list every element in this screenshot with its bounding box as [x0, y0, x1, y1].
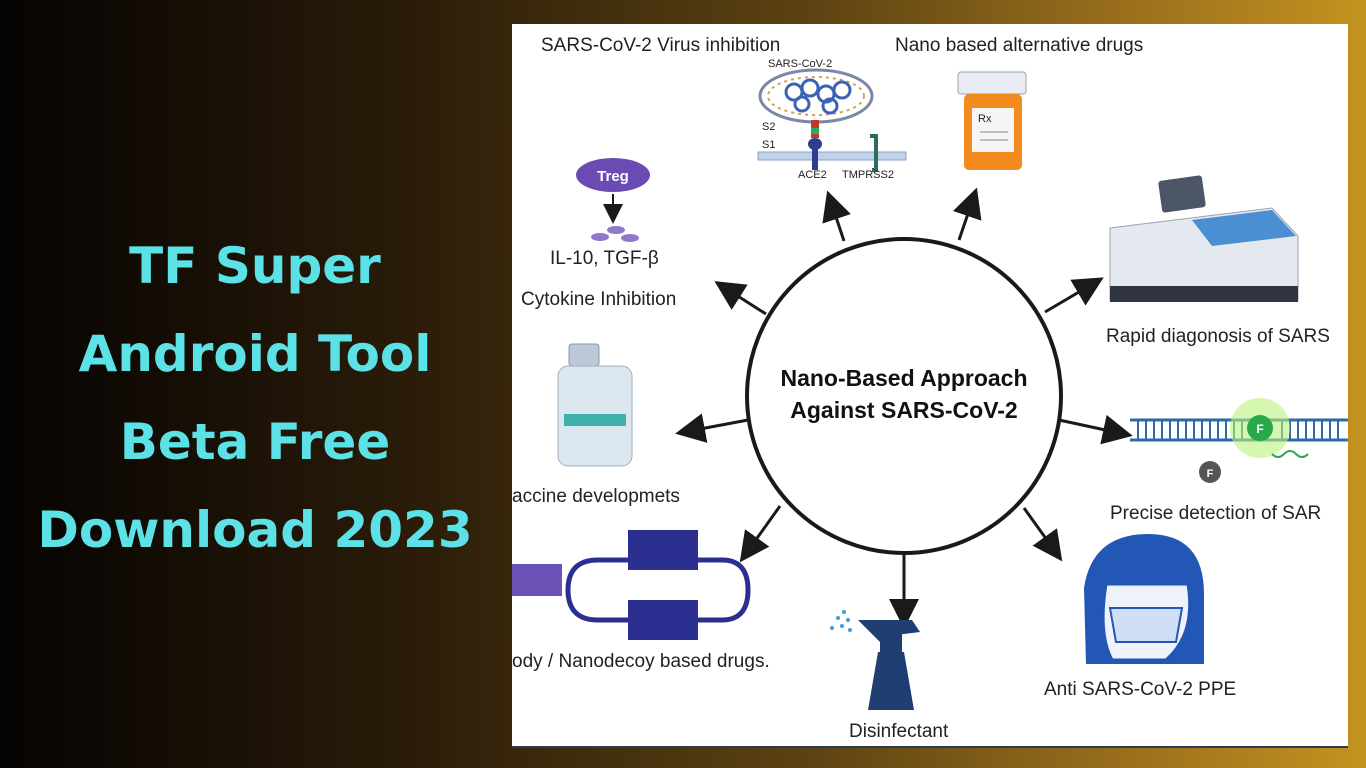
nanodecoy-icon — [512, 530, 751, 640]
vaccine-vial-icon — [557, 343, 633, 467]
svg-text:F: F — [1256, 422, 1263, 436]
arrow-antibody — [739, 505, 782, 563]
label-rapid-diagnosis: Rapid diagonosis of SARS — [1106, 326, 1330, 347]
label-disinfectant: Disinfectant — [849, 721, 949, 742]
arrow-ppe — [1022, 507, 1063, 562]
cytokine-il10-text: IL-10, TGF-β — [550, 248, 659, 269]
svg-text:TMPRSS2: TMPRSS2 — [842, 169, 894, 181]
title-line-2: Android Tool — [78, 325, 432, 383]
dna-detection-icon: F F — [1130, 398, 1348, 483]
svg-text:ACE2: ACE2 — [798, 169, 827, 181]
arrow-alt-drugs — [953, 187, 982, 241]
label-virus-inhibition: SARS-CoV-2 Virus inhibition — [541, 35, 780, 56]
title-line-1: TF Super — [129, 237, 381, 295]
arrow-precise-detection — [1058, 414, 1133, 445]
nano-approach-diagram: Nano-Based Approach Against SARS-CoV-2 S… — [512, 35, 1348, 742]
label-antibody: ody / Nanodecoy based drugs. — [512, 651, 770, 672]
svg-text:Treg: Treg — [597, 168, 629, 185]
arrow-virus-inhibition — [822, 190, 851, 242]
svg-text:S2: S2 — [762, 121, 775, 133]
center-circle — [745, 237, 1063, 555]
spray-bottle-icon — [830, 610, 920, 710]
treg-cell-icon: Treg IL-10, TGF-β — [550, 158, 659, 269]
label-vaccine: accine developmets — [512, 486, 680, 507]
arrow-vaccine — [675, 413, 749, 443]
svg-text:S1: S1 — [762, 139, 775, 151]
center-title-line-1: Nano-Based Approach — [780, 365, 1027, 391]
label-ppe: Anti SARS-CoV-2 PPE — [1044, 679, 1236, 700]
title-line-4: Download 2023 — [37, 501, 473, 559]
center-title-line-2: Against SARS-CoV-2 — [790, 397, 1017, 423]
arrow-rapid-diagnosis — [1044, 277, 1104, 314]
diagram-panel: Nano-Based Approach Against SARS-CoV-2 S… — [512, 24, 1348, 748]
virus-ace2-icon: SARS-CoV-2 S2 S1 ACE2 TMPRSS2 — [757, 58, 907, 181]
svg-text:Rx: Rx — [978, 113, 992, 125]
label-cytokine: Cytokine Inhibition — [521, 289, 676, 310]
diagram-arrows — [675, 187, 1133, 629]
svg-text:F: F — [1207, 468, 1214, 480]
pill-bottle-icon: Rx — [957, 71, 1027, 170]
face-shield-icon — [1084, 534, 1204, 664]
arrow-cytokine — [714, 281, 767, 316]
label-precise-detection: Precise detection of SAR — [1110, 503, 1321, 524]
label-alt-drugs: Nano based alternative drugs — [895, 35, 1143, 56]
diagnostic-machine-icon — [1109, 175, 1299, 302]
svg-text:SARS-CoV-2: SARS-CoV-2 — [768, 58, 832, 70]
title-line-3: Beta Free — [119, 413, 391, 471]
promo-title: TF Super Android Tool Beta Free Download… — [10, 222, 500, 574]
